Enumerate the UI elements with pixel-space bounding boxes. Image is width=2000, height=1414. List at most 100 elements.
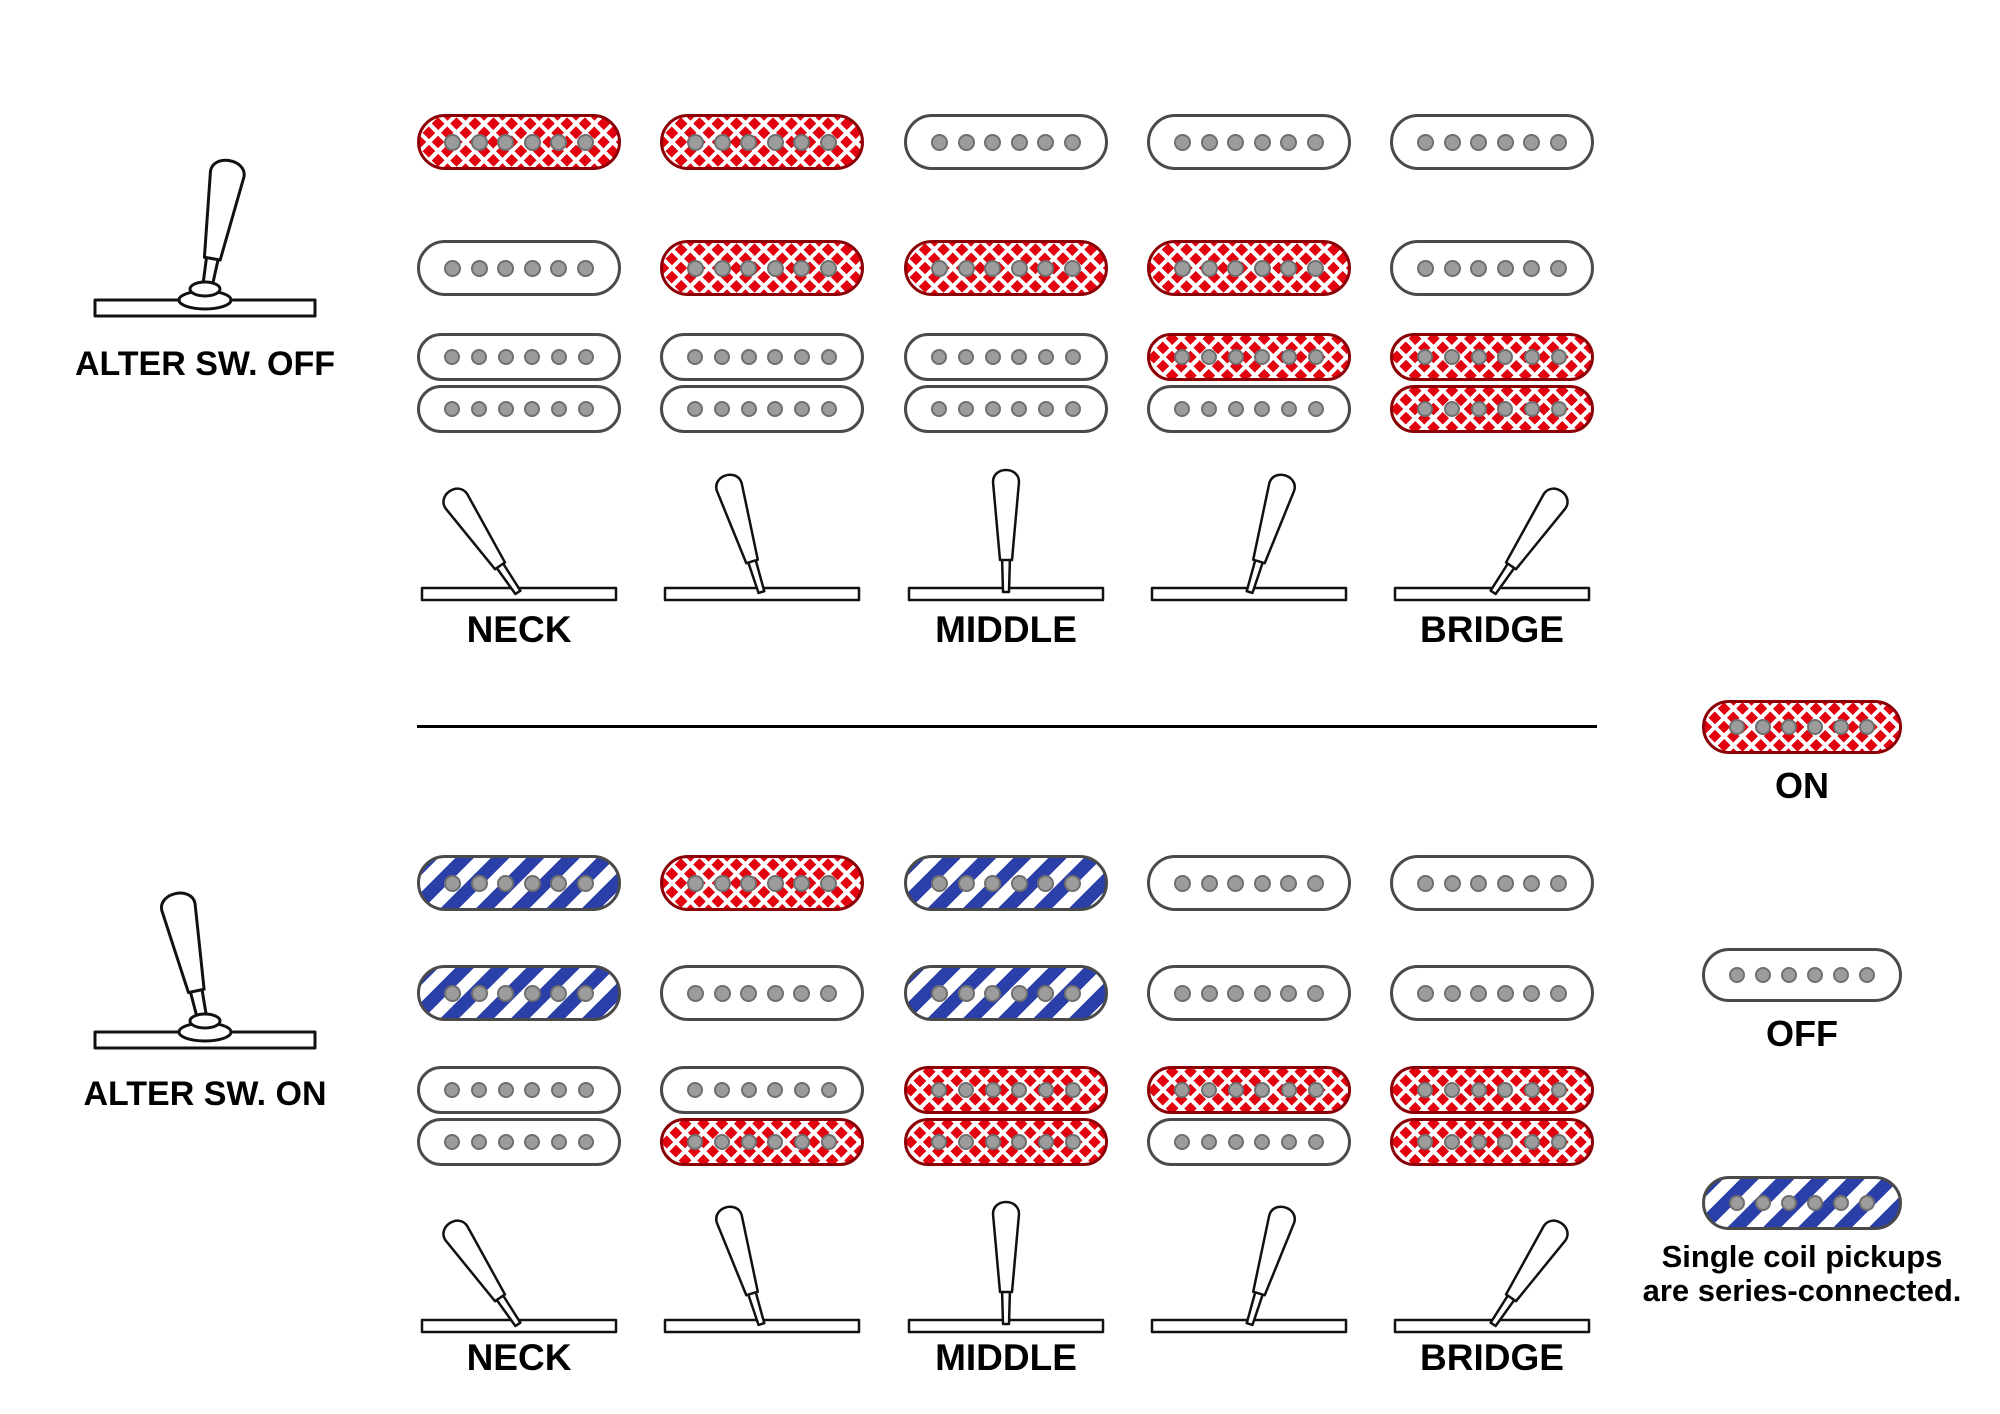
pole-piece-dot [687, 349, 703, 365]
pole-piece-dot [931, 133, 948, 151]
pole-piece-dot [1200, 259, 1218, 277]
pole-piece-dot [550, 984, 568, 1002]
pole-piece-dot [820, 1082, 837, 1098]
pole-piece-dot [1807, 719, 1823, 735]
selector-lever-pos1 [409, 1184, 629, 1336]
pole-piece-dot [1306, 133, 1324, 151]
bridge-humbucker-north-coil-pos2 [660, 1066, 864, 1114]
pole-piece-dot [713, 984, 731, 1002]
pole-piece-dot [687, 133, 704, 151]
pole-piece-dot [1524, 349, 1541, 365]
pole-piece-dot [1550, 1134, 1567, 1150]
pole-piece-dot [1038, 1134, 1055, 1150]
pole-piece-dot [1307, 1134, 1324, 1150]
pole-piece-dot [1064, 1082, 1081, 1098]
pole-piece-dot [767, 1082, 784, 1098]
pole-piece-dot [550, 259, 568, 277]
bridge-humbucker-south-coil-pos5 [1390, 1118, 1594, 1166]
pole-piece-dot [444, 133, 461, 151]
pole-piece-dot [523, 984, 541, 1002]
pole-piece-dot [1524, 401, 1541, 417]
selector-lever-pos5 [1382, 452, 1602, 604]
bridge-humbucker-south-coil-pos2 [660, 385, 864, 433]
pole-piece-dot [820, 401, 837, 417]
pole-piece-dot [1227, 984, 1245, 1002]
pole-piece-dot [740, 133, 758, 151]
legend-pickup-off [1702, 948, 1902, 1002]
pole-piece-dot [1281, 1134, 1298, 1150]
pole-piece-dot [1523, 874, 1541, 892]
pole-piece-dot [1280, 984, 1298, 1002]
pole-piece-dot [1859, 719, 1875, 735]
pole-piece-dot [1443, 133, 1461, 151]
pole-piece-dot [523, 259, 541, 277]
pole-piece-dot [1550, 1082, 1567, 1098]
selector-lever-pos2 [652, 1184, 872, 1336]
pole-piece-dot [767, 1134, 784, 1150]
pole-piece-dot [470, 349, 487, 365]
pole-piece-dot [740, 349, 757, 365]
pole-piece-dot [1227, 259, 1245, 277]
selector-lever-pos5 [1382, 1184, 1602, 1336]
pole-piece-dot [577, 401, 594, 417]
pole-piece-dot [687, 401, 703, 417]
pole-piece-dot [1443, 874, 1461, 892]
pole-piece-dot [1306, 984, 1324, 1002]
pole-piece-dot [1227, 133, 1245, 151]
position-label-middle: MIDDLE [935, 609, 1077, 650]
pole-piece-dot [1010, 259, 1028, 277]
section-divider [417, 725, 1597, 728]
pole-piece-dot [1523, 984, 1541, 1002]
middle-pickup-pos5 [1390, 965, 1594, 1021]
pole-piece-dot [470, 259, 488, 277]
pole-piece-dot [713, 133, 731, 151]
pole-piece-dot [1497, 1082, 1514, 1098]
alter-switch-on-label: ALTER SW. ON [83, 1075, 327, 1113]
pole-piece-dot [687, 874, 704, 892]
pole-piece-dot [1443, 1082, 1460, 1098]
pole-piece-dot [524, 1082, 541, 1098]
pole-piece-dot [984, 349, 1001, 365]
pole-piece-dot [524, 1134, 541, 1150]
pole-piece-dot [1306, 874, 1324, 892]
selector-lever-pos3 [896, 452, 1116, 604]
middle-pickup-pos3 [904, 240, 1108, 296]
selector-lever-pos1 [409, 452, 629, 604]
middle-pickup-pos1 [417, 240, 621, 296]
pole-piece-dot [1174, 874, 1191, 892]
middle-pickup-pos2 [660, 965, 864, 1021]
pole-piece-dot [984, 1134, 1001, 1150]
pole-piece-dot [1307, 349, 1324, 365]
pole-piece-dot [957, 1082, 974, 1098]
pole-piece-dot [819, 133, 837, 151]
neck-pickup-pos4 [1147, 114, 1351, 170]
pole-piece-dot [470, 874, 488, 892]
position-label-neck: NECK [466, 1337, 572, 1378]
pole-piece-dot [523, 874, 541, 892]
pole-piece-dot [687, 259, 704, 277]
neck-pickup-pos5 [1390, 855, 1594, 911]
pole-piece-dot [793, 133, 811, 151]
pole-piece-dot [931, 984, 948, 1002]
pole-piece-dot [551, 401, 568, 417]
pole-piece-dot [497, 1082, 514, 1098]
selector-lever-pos3 [896, 1184, 1116, 1336]
bridge-humbucker-south-coil-pos3 [904, 385, 1108, 433]
pole-piece-dot [1038, 401, 1055, 417]
pole-piece-dot [497, 984, 515, 1002]
bridge-humbucker-south-coil-pos4 [1147, 385, 1351, 433]
pole-piece-dot [1038, 349, 1055, 365]
pole-piece-dot [1729, 1195, 1745, 1211]
pole-piece-dot [1011, 1134, 1028, 1150]
bridge-humbucker-south-coil-pos1 [417, 1118, 621, 1166]
pole-piece-dot [1200, 1134, 1217, 1150]
neck-pickup-pos2 [660, 114, 864, 170]
pole-piece-dot [444, 1134, 460, 1150]
pole-piece-dot [444, 401, 460, 417]
pole-piece-dot [1443, 259, 1461, 277]
pole-piece-dot [1497, 1134, 1514, 1150]
middle-pickup-pos3 [904, 965, 1108, 1021]
pole-piece-dot [1174, 401, 1190, 417]
middle-pickup-pos5 [1390, 240, 1594, 296]
